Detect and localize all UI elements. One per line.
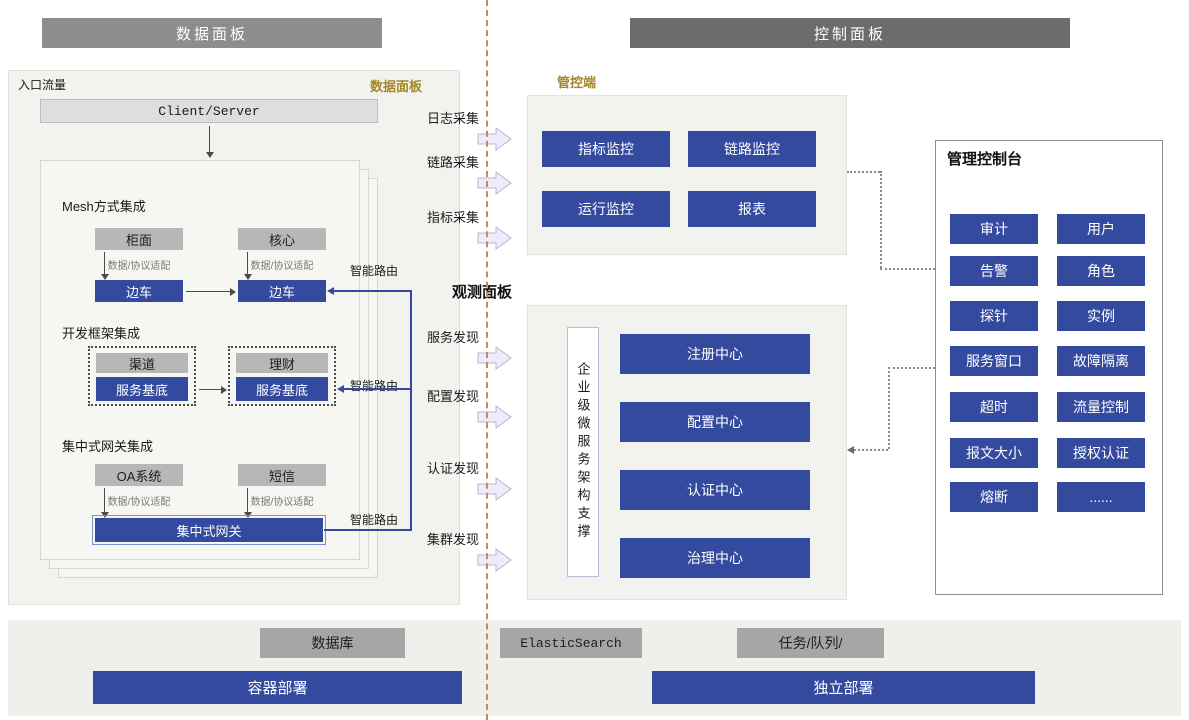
route-line-gateway — [324, 529, 412, 531]
smart-route-label-3: 智能路由 — [350, 513, 399, 527]
console-button-circuit-break[interactable]: 熔断 — [950, 482, 1038, 512]
channel-box: 渠道 — [96, 353, 188, 373]
route-line-servicebase — [337, 385, 412, 393]
smart-route-label-2: 智能路由 — [350, 379, 399, 393]
flow-label-log-collect: 日志采集 — [427, 111, 480, 126]
gateway-section-title: 集中式网关集成 — [62, 439, 154, 454]
flow-label-cluster-discovery: 集群发现 — [427, 532, 480, 547]
counter-box: 柜面 — [95, 228, 183, 250]
console-button-instance[interactable]: 实例 — [1057, 301, 1145, 331]
flow-label-service-discovery: 服务发现 — [427, 330, 480, 345]
trace-monitor-button[interactable]: 链路监控 — [688, 131, 816, 167]
service-base-link-arrow — [199, 385, 227, 394]
oa-box: OA系统 — [95, 464, 183, 486]
report-button[interactable]: 报表 — [688, 191, 816, 227]
connector-top-h1 — [847, 171, 880, 173]
flow-label-auth-discovery: 认证发现 — [427, 461, 480, 476]
flow-arrow-icon-1 — [477, 127, 512, 151]
sms-box: 短信 — [238, 464, 326, 486]
mesh-section-title: Mesh方式集成 — [62, 199, 146, 214]
flow-label-trace-collect: 链路采集 — [427, 155, 480, 170]
console-button-probe[interactable]: 探针 — [950, 301, 1038, 331]
sidecar-box-right: 边车 — [238, 280, 326, 302]
client-to-stack-arrow — [205, 126, 214, 158]
observe-panel-title: 观测面板 — [452, 284, 513, 301]
wealth-box: 理财 — [236, 353, 328, 373]
adapter-label-mesh-right: 数据/协议适配 — [250, 261, 314, 272]
framework-section-title: 开发框架集成 — [62, 326, 141, 341]
container-deploy-bar: 容器部署 — [93, 671, 462, 704]
panel-divider — [486, 0, 488, 720]
config-center-button[interactable]: 配置中心 — [620, 402, 810, 442]
service-base-left: 服务基底 — [96, 377, 188, 401]
flow-arrow-icon-3 — [477, 226, 512, 250]
control-end-title: 管控端 — [557, 75, 597, 90]
console-button-user[interactable]: 用户 — [1057, 214, 1145, 244]
data-panel-gold-title: 数据面板 — [370, 79, 423, 94]
console-button-fault-isolation[interactable]: 故障隔离 — [1057, 346, 1145, 376]
route-line-vertical — [410, 290, 412, 531]
governance-center-button[interactable]: 治理中心 — [620, 538, 810, 578]
service-base-right: 服务基底 — [236, 377, 328, 401]
sidecar-link-arrow — [186, 287, 236, 296]
core-to-sidecar-arrow — [243, 252, 252, 280]
connector-console-v — [888, 367, 890, 449]
standalone-deploy-bar: 独立部署 — [652, 671, 1035, 704]
console-button-authorization[interactable]: 授权认证 — [1057, 438, 1145, 468]
flow-arrow-icon-4 — [477, 346, 512, 370]
core-box: 核心 — [238, 228, 326, 250]
connector-top-h2 — [880, 268, 935, 270]
flow-arrow-icon-2 — [477, 171, 512, 195]
flow-arrow-icon-6 — [477, 477, 512, 501]
console-button-flow-control[interactable]: 流量控制 — [1057, 392, 1145, 422]
console-button-role[interactable]: 角色 — [1057, 256, 1145, 286]
task-queue-box: 任务/队列/ — [737, 628, 884, 658]
adapter-label-gw-right: 数据/协议适配 — [250, 497, 314, 508]
console-button-message-size[interactable]: 报文大小 — [950, 438, 1038, 468]
flow-arrow-icon-7 — [477, 548, 512, 572]
sms-to-gateway-arrow — [243, 488, 252, 518]
framework-group-right — [228, 346, 336, 406]
registry-center-button[interactable]: 注册中心 — [620, 334, 810, 374]
console-button-alert[interactable]: 告警 — [950, 256, 1038, 286]
connector-console-h2 — [847, 446, 888, 454]
metric-monitor-button[interactable]: 指标监控 — [542, 131, 670, 167]
console-button-timeout[interactable]: 超时 — [950, 392, 1038, 422]
smart-route-label-1: 智能路由 — [350, 264, 399, 278]
flow-arrow-icon-5 — [477, 405, 512, 429]
connector-top-v — [880, 171, 882, 268]
runtime-monitor-button[interactable]: 运行监控 — [542, 191, 670, 227]
entry-traffic-label: 入口流量 — [18, 78, 67, 92]
auth-center-button[interactable]: 认证中心 — [620, 470, 810, 510]
enterprise-microservice-vertical-label: 企业级微服务架构支撑 — [567, 327, 599, 577]
management-console-title: 管理控制台 — [947, 151, 1023, 168]
central-gateway-bar: 集中式网关 — [92, 515, 326, 545]
client-server-box: Client/Server — [40, 99, 378, 123]
adapter-label-gw-left: 数据/协议适配 — [107, 497, 171, 508]
flow-label-metric-collect: 指标采集 — [427, 210, 480, 225]
control-panel-header: 控制面板 — [630, 18, 1070, 48]
counter-to-sidecar-arrow — [100, 252, 109, 280]
flow-label-config-discovery: 配置发现 — [427, 389, 480, 404]
console-button-service-window[interactable]: 服务窗口 — [950, 346, 1038, 376]
data-panel-header: 数据面板 — [42, 18, 382, 48]
sidecar-box-left: 边车 — [95, 280, 183, 302]
oa-to-gateway-arrow — [100, 488, 109, 518]
console-button-more[interactable]: ...... — [1057, 482, 1145, 512]
route-line-sidecar — [327, 287, 412, 295]
connector-console-h1 — [888, 367, 935, 369]
elasticsearch-box: ElasticSearch — [500, 628, 642, 658]
control-end-panel — [527, 95, 847, 255]
console-button-audit[interactable]: 审计 — [950, 214, 1038, 244]
framework-group-left — [88, 346, 196, 406]
database-box: 数据库 — [260, 628, 405, 658]
adapter-label-mesh-left: 数据/协议适配 — [107, 261, 171, 272]
